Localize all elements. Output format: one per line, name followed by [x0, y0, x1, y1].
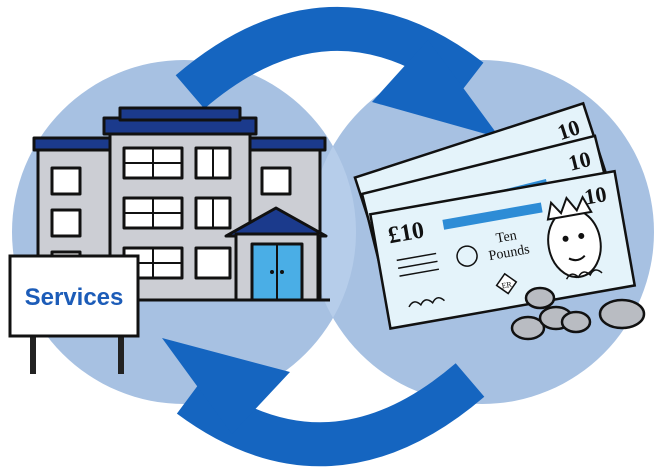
portrait-icon: [546, 194, 602, 279]
sign-label: Services: [25, 284, 124, 311]
entrance-porch: [224, 206, 328, 302]
note-words-line2: Pounds: [488, 242, 531, 264]
bottom-arrow-head: [162, 338, 290, 434]
banknotes-icon: 10 10 £10 10 Ten Pounds: [353, 101, 637, 330]
top-arrow-head: [372, 40, 500, 138]
coins-icon: [510, 286, 646, 341]
note-seal: ER: [495, 272, 518, 295]
circular-arrows-icon: [162, 6, 500, 467]
services-sign: Services: [8, 254, 140, 374]
front-note-value: £10: [386, 217, 426, 249]
svg-text:ER: ER: [501, 280, 513, 291]
note-words-line1: Ten: [495, 228, 518, 246]
